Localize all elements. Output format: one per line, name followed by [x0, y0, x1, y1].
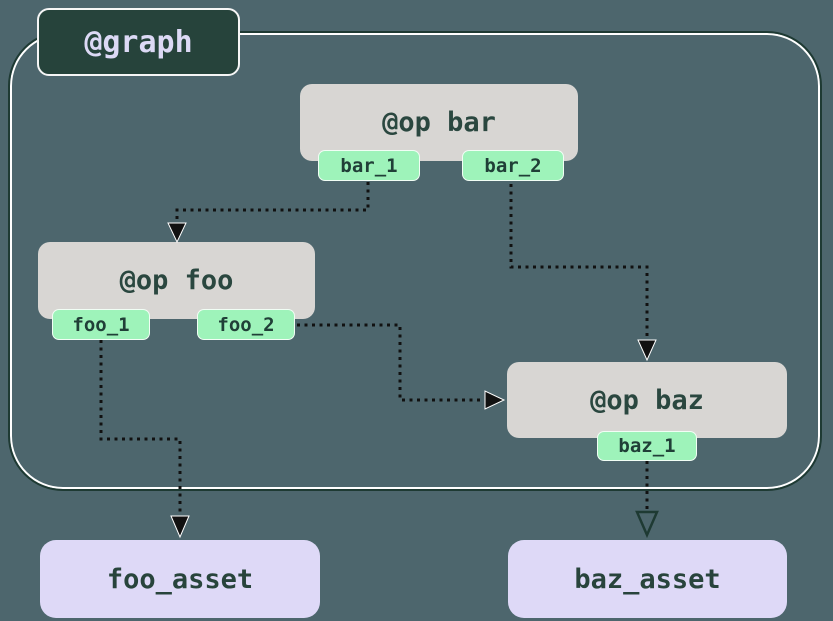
- output-baz-1-label: baz_1: [618, 435, 676, 457]
- asset-node-baz: baz_asset: [508, 540, 787, 618]
- op-bar-label: @op bar: [382, 107, 496, 138]
- output-foo-1-label: foo_1: [72, 313, 130, 336]
- graph-title-node: @graph: [37, 8, 240, 76]
- output-bar-1-label: bar_1: [340, 154, 398, 177]
- output-chip-bar-1: bar_1: [318, 150, 420, 181]
- graph-title-label: @graph: [84, 24, 193, 60]
- asset-foo-label: foo_asset: [106, 563, 254, 595]
- output-chip-foo-2: foo_2: [197, 309, 295, 340]
- arrowhead-foo1-to-foo-asset-icon: [170, 515, 190, 539]
- output-chip-baz-1: baz_1: [597, 431, 697, 461]
- op-node-foo: @op foo: [38, 242, 315, 319]
- op-node-baz: @op baz: [507, 362, 787, 438]
- op-node-bar: @op bar: [300, 84, 578, 161]
- asset-baz-label: baz_asset: [574, 563, 721, 595]
- op-baz-label: @op baz: [590, 384, 704, 416]
- graph-boundary: [8, 31, 822, 491]
- output-foo-2-label: foo_2: [217, 313, 275, 336]
- op-foo-label: @op foo: [119, 265, 234, 296]
- output-bar-2-label: bar_2: [484, 154, 542, 177]
- asset-node-foo: foo_asset: [40, 540, 320, 618]
- output-chip-foo-1: foo_1: [52, 309, 150, 340]
- arrowhead-baz1-to-baz-asset-icon: [635, 510, 659, 539]
- output-chip-bar-2: bar_2: [462, 150, 564, 181]
